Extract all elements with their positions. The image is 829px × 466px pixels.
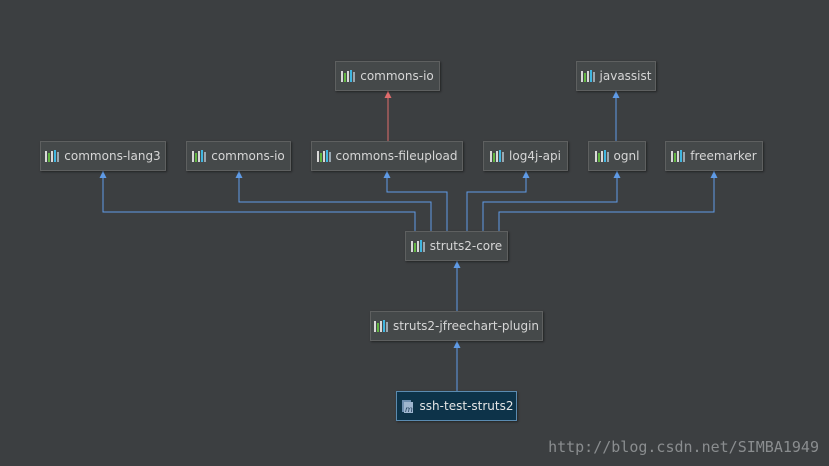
library-icon	[192, 150, 207, 162]
arrowhead	[522, 171, 530, 178]
node-label: ognl	[613, 149, 640, 163]
library-icon	[316, 150, 331, 162]
node-label: javassist	[599, 69, 652, 83]
library-icon	[594, 150, 609, 162]
library-icon	[373, 320, 388, 332]
arrowhead	[453, 341, 461, 348]
library-icon	[341, 70, 356, 82]
node-log4j-api[interactable]: log4j-api	[483, 141, 568, 171]
node-struts2-jfreechart-plugin[interactable]: struts2-jfreechart-plugin	[370, 311, 543, 341]
watermark: http://blog.csdn.net/SIMBA1949	[548, 438, 819, 456]
arrowhead	[235, 171, 243, 178]
node-commons-io-top[interactable]: commons-io	[335, 61, 440, 91]
edge-struts2-core-to-commons-io	[238, 171, 432, 231]
node-label: commons-lang3	[64, 149, 161, 163]
arrowhead	[612, 91, 620, 98]
arrowhead	[384, 91, 392, 98]
node-ssh-test-struts2[interactable]: m ssh-test-struts2	[396, 391, 517, 421]
library-icon	[410, 240, 425, 252]
arrowhead	[99, 171, 107, 178]
library-icon	[490, 150, 505, 162]
node-label: struts2-core	[429, 239, 503, 253]
node-label: struts2-jfreechart-plugin	[392, 319, 540, 333]
library-icon	[45, 150, 60, 162]
edge-struts2-core-to-ognl	[482, 171, 618, 231]
node-freemarker[interactable]: freemarker	[665, 141, 763, 171]
edge-struts2-core-to-commons-fileupload	[386, 171, 448, 231]
node-label: freemarker	[690, 149, 757, 163]
edge-struts2-core-to-log4j-api	[466, 171, 527, 231]
edge-struts2-core-to-freemarker	[498, 171, 715, 231]
node-label: log4j-api	[509, 149, 561, 163]
node-label: commons-io	[360, 69, 434, 83]
node-ognl[interactable]: ognl	[588, 141, 646, 171]
arrowhead	[613, 171, 621, 178]
node-label: commons-fileupload	[335, 149, 458, 163]
library-icon	[671, 150, 686, 162]
arrowhead	[710, 171, 718, 178]
maven-module-icon: m	[401, 399, 413, 414]
node-label: commons-io	[211, 149, 285, 163]
node-label: ssh-test-struts2	[419, 399, 514, 413]
node-commons-io[interactable]: commons-io	[186, 141, 291, 171]
library-icon	[580, 70, 595, 82]
arrowhead	[383, 171, 391, 178]
node-commons-fileupload[interactable]: commons-fileupload	[311, 141, 463, 171]
svg-text:m: m	[405, 405, 413, 414]
arrowhead	[453, 261, 461, 268]
node-javassist[interactable]: javassist	[576, 61, 656, 91]
edge-struts2-core-to-commons-lang3	[102, 171, 416, 231]
node-struts2-core[interactable]: struts2-core	[405, 231, 508, 261]
node-commons-lang3[interactable]: commons-lang3	[40, 141, 166, 171]
